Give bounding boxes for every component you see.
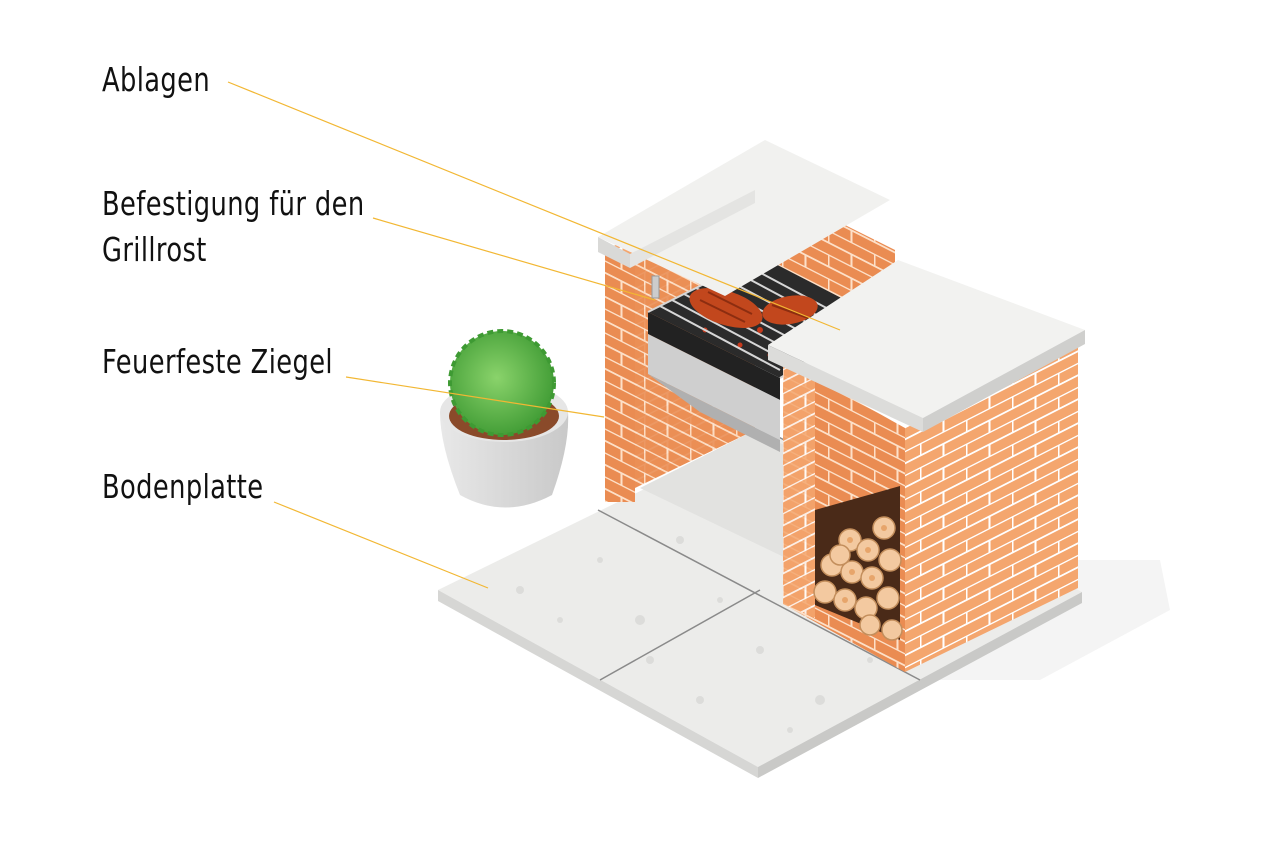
leader-befestigung [372,217,656,301]
label-befestigung-line2: Grillrost [102,230,207,269]
right-shelf-slab [768,260,1085,432]
potted-plant [440,329,569,508]
label-bodenplatte: Bodenplatte [102,467,264,506]
grill-tray [648,312,780,452]
left-shelf-slab [598,140,890,296]
label-ablagen: Ablagen [102,60,211,99]
leader-lines [227,81,841,589]
leader-ablagen [227,81,841,331]
firewood-storage [813,486,903,641]
label-befestigung-line1: Befestigung für den [102,184,365,223]
label-feuerfeste-ziegel: Feuerfeste Ziegel [102,342,333,381]
leader-bodenplatte [273,501,489,589]
leader-feuerfeste [345,376,605,418]
